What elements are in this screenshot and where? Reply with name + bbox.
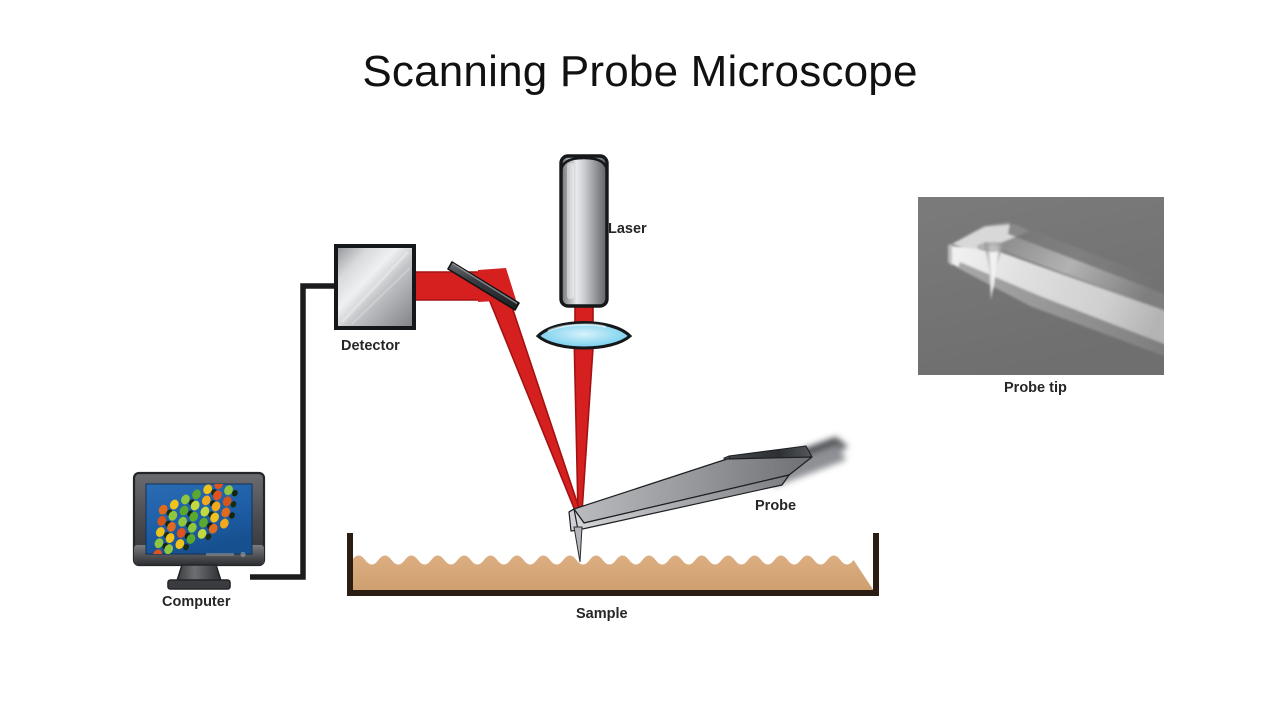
probe-cantilever [568,437,848,563]
computer-label: Computer [162,594,231,610]
detector-label: Detector [341,338,400,354]
probe-label: Probe [755,498,797,514]
page-title: Scanning Probe Microscope [362,47,918,96]
laser-source [559,154,609,308]
detector-box [334,244,416,330]
afm-scan-image [153,484,238,554]
mirror [447,261,520,311]
laser-label: Laser [608,221,647,237]
detector-computer-cable [250,283,338,580]
probe-tip-label: Probe tip [1004,380,1067,396]
sample-container [347,533,879,596]
sample-label: Sample [576,606,628,622]
probe-tip-micrograph [918,197,1164,375]
computer-monitor [132,471,266,590]
objective-lens [535,321,633,350]
